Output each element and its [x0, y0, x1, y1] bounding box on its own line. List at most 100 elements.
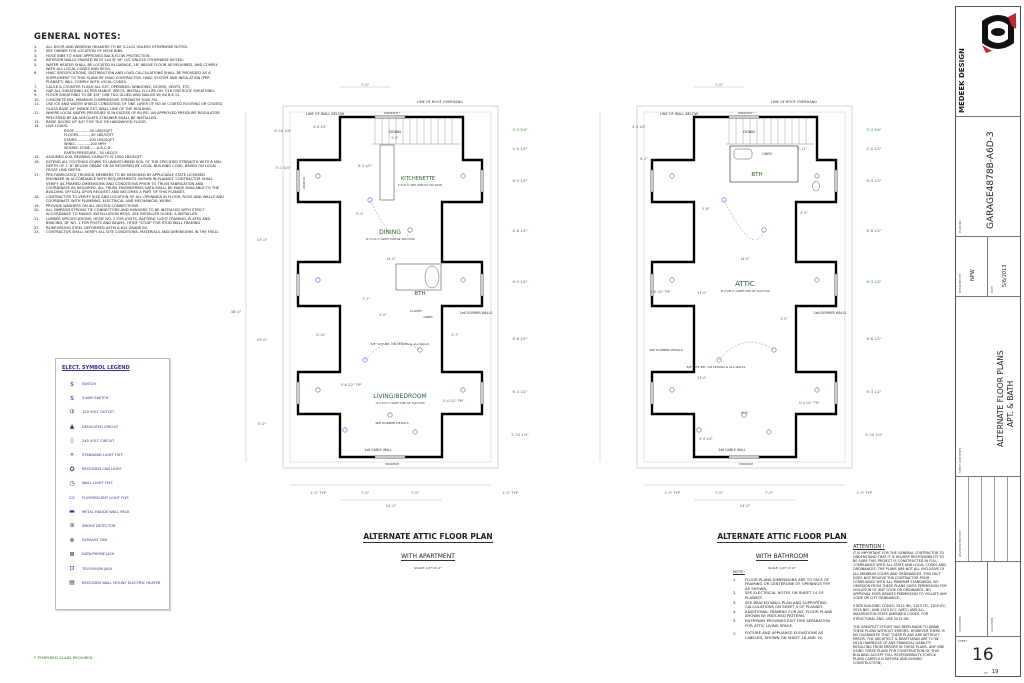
general-note: 3.HOSE BIBS TO HAVE APPROVED BACK-FLOW P…: [34, 53, 151, 58]
live-load: EARTH PRESSURE...30 LBS/CF: [64, 150, 118, 155]
dormer-window: [480, 273, 484, 297]
general-note: 9.FLOOR SHEATHING TO BE 3/4" OSB T&G GLU…: [34, 93, 181, 98]
general-note: 21.LUMBER SPECIFICATIONS: HF/DF NO. 2 FO…: [34, 217, 224, 226]
general-note-text: USE ICE AND WATER SHIELD CONSISTING OF O…: [46, 102, 223, 111]
wall-below-label: LINE OF WALL BELOW: [660, 112, 699, 116]
dormer-walls-label: 2x6 DORMER WALLS: [814, 311, 847, 315]
dormer-window: [834, 381, 838, 405]
plan-note-text: SEE ELECTRICAL NOTES ON SHEET 14 OF PLAN…: [745, 590, 824, 600]
bathtub: [424, 265, 440, 289]
light-fixture-icon: [417, 347, 423, 353]
legend-item: ▬METAL HALIDE WALL PACK: [62, 505, 169, 519]
dormer-window: [480, 169, 484, 193]
legend-label: SWITCH: [82, 382, 97, 387]
live-load: STAIRS...........100 LBS/SQFT: [64, 137, 115, 142]
exterior-walls: [296, 115, 484, 459]
legend-symbol-icon: $: [70, 394, 74, 402]
light-fixture-icon: [367, 197, 373, 203]
general-note-text: ALL DOOR AND WINDOW HEADERS TO BE 3-2x12…: [46, 45, 189, 49]
legend-item: $SWITCH: [62, 377, 169, 391]
dim-b1: 4'-6 1/2": [632, 125, 646, 129]
dim-left-total: 48'-0": [231, 310, 242, 314]
dim-right: 8'-8 1/2": [512, 337, 527, 341]
dim-b11: 5'-6 1/2" TYP: [650, 290, 671, 294]
dim-a7: 2'-0": [379, 313, 387, 317]
dim-right: 6'-3 1/2": [866, 179, 881, 183]
light-fixture-icon: [407, 227, 413, 233]
legend-symbol-icon: ⦶: [69, 408, 75, 416]
customer-cell: CUSTOMER: [956, 562, 988, 637]
legend-item: ⊗EXHAUST FAN: [62, 533, 169, 547]
general-note-text: LIVE LOADS:: [46, 124, 69, 129]
general-note-text: PROVIDE WASHERS ON ALL BOLTED CONNECTION…: [46, 203, 140, 208]
dormer-window: [650, 169, 654, 193]
designed-by: NPW: [970, 269, 976, 281]
legend-symbol-icon: ◷: [69, 479, 75, 487]
legend-symbol-icon: ⏀: [68, 438, 75, 446]
stairs-down-label: DOWN: [389, 130, 401, 134]
legend-symbol-icon: ▬: [69, 508, 75, 516]
room-label-linen: LINEN: [424, 315, 433, 319]
legend-item: ⊠DATA/PHONE JACK: [62, 547, 169, 561]
wall-below-line: [643, 111, 846, 463]
plan-note: 1.FLOOR PLANS DIMENSIONS ARE TO FACE OF …: [733, 577, 833, 592]
legend-label: STANDARD LIGHT FIXT.: [82, 453, 124, 458]
general-note-text: CONCRETE MIX, MINIMUM COMPRESSIVE STRENG…: [46, 97, 159, 102]
dim-right: 6'-3 1/2": [866, 390, 881, 394]
dim-bottom-4: 1'-0" TYP: [856, 491, 872, 495]
dim-bottom-1: 1'-0" TYP: [310, 491, 326, 495]
dormer-window: [480, 381, 484, 405]
legend-symbol-icon: ⊗: [69, 536, 75, 544]
legend-symbol-icon: ▭: [69, 494, 75, 502]
dim-bottom-2: 7'-0": [715, 491, 724, 495]
stairs: [726, 118, 814, 145]
light-fixture-icon: [412, 429, 418, 435]
light-fixture-icon: [761, 227, 767, 233]
light-fixture-icon: [669, 173, 675, 179]
general-note: 14.LIVE LOADS:: [34, 124, 69, 129]
general-note: 22.REINFORCING STEEL DEFORMED ASTM A-615…: [34, 225, 149, 230]
general-note-text: HVAC SPECIFICATIONS, DISTRIBUTION AND LO…: [46, 71, 211, 85]
title-block: MEDEEK DESIGN PLAN NO. GARAGE4878B-A6D-3…: [955, 6, 1021, 677]
living-floor: 14'-0"x15'-0" CARPET OVER 3/4" T&G FLOOR: [375, 402, 425, 405]
light-fixture-icon: [814, 277, 820, 283]
general-note: 1.ALL DOOR AND WINDOW HEADERS TO BE 3-2x…: [34, 45, 189, 49]
dormer-window: [650, 273, 654, 297]
light-fixture-icon: [460, 387, 466, 393]
light-fixture-icon: [387, 412, 393, 418]
general-note-text: WHERE LOCAL WATER PRESSURE IS IN EXCESS …: [46, 111, 220, 120]
toilet: [812, 180, 820, 192]
general-note-text: ALL SIMPSON STRONG TIE CONNECTORS AND HA…: [46, 208, 205, 217]
warning-triangle-icon: △: [733, 630, 736, 636]
dim-top: 7'-0": [361, 83, 370, 87]
designed-by-cell: DESIGNED BY NPW: [956, 237, 988, 297]
dormer-window: [296, 169, 300, 193]
room-label-bth: BTH: [751, 172, 762, 178]
date: 5/6/2013: [1002, 264, 1008, 287]
legend-label: 3-WAY SWITCH: [82, 396, 109, 401]
dim-right: 6'-3 1/2": [512, 179, 527, 183]
legend-label: RECESSED WALL MOUNT ELECTRIC HEATER: [82, 580, 161, 585]
dormer-window: [296, 381, 300, 405]
dim-b4: 4'-0": [800, 211, 808, 215]
dim-right: 3'-3 3/4": [866, 128, 881, 132]
gable-wall-label: 2x6 GABLE WALL: [364, 448, 392, 452]
attention-title: ATTENTION !: [853, 544, 885, 550]
customer-label: CUSTOMER: [958, 616, 962, 632]
dim-right: 2'-0 1/2": [866, 147, 881, 151]
general-notes: GENERAL NOTES: 1.ALL DOOR AND WINDOW HEA…: [34, 32, 224, 234]
revision-history-cell: REVISION HISTORY: [956, 477, 1020, 562]
plan-note: 3.SEE BRACED WALL PLAN AND SUPPORTING CA…: [733, 600, 833, 610]
plan-b-title: ALTERNATE ATTIC FLOOR PLAN: [717, 532, 847, 543]
general-note-text: GAP ALL SHEATHING AS PER MANUF. SPECS. I…: [46, 89, 216, 94]
attention-notice: ATTENTION ! IT IS IMPORTANT FOR THE GENE…: [853, 544, 948, 670]
light-fixture-icon: [315, 277, 321, 283]
plan-note-text: ENTRYWAY PROVIDES EXIT FIRE SEPARATION F…: [745, 617, 830, 628]
room-label-bth: BTH: [414, 291, 425, 297]
switch-wiring: [718, 199, 775, 361]
general-note-text: CONTRACTOR TO VERIFY SIZE AND LOCATION O…: [46, 194, 224, 204]
plan-a-scale: SCALE: 1/4"=1'-0": [414, 566, 442, 570]
window-label-bottom: 3040DSH: [385, 462, 399, 466]
date-label: DATE: [990, 285, 994, 293]
revision-label: REVISION HISTORY: [958, 530, 962, 557]
